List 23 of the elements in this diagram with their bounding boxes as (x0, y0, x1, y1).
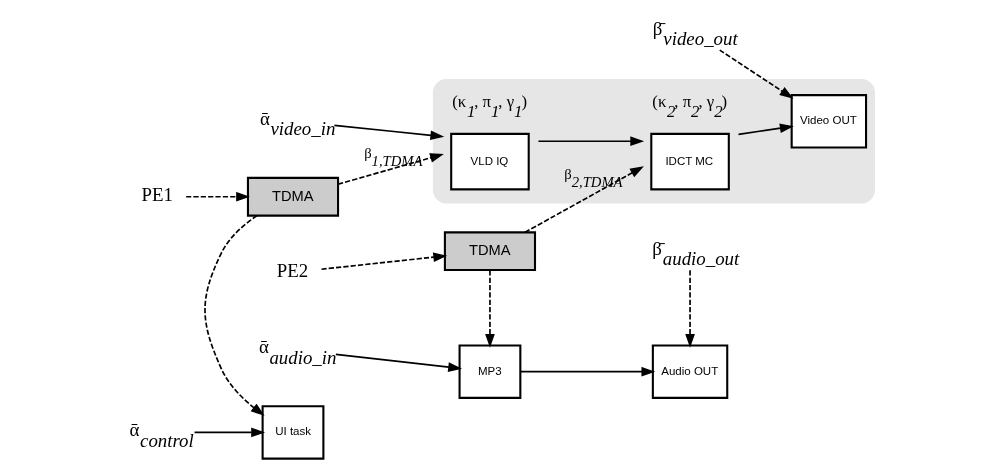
arrow (333, 124, 444, 141)
node-box: Video OUT (790, 94, 867, 149)
node-box: MP3 (458, 344, 521, 399)
arrow (537, 136, 644, 147)
arrow (320, 252, 447, 271)
arrow (203, 214, 265, 416)
arrow (523, 166, 644, 234)
node-text: PE2 (276, 259, 308, 281)
node-box: UI task (261, 405, 324, 460)
node-box: TDMA (443, 231, 536, 272)
arrow (193, 427, 265, 438)
arrow (334, 353, 462, 372)
arrow (718, 49, 793, 99)
arrow (737, 123, 794, 136)
arrow (484, 269, 495, 348)
arrow (336, 153, 444, 185)
node-box: Audio OUT (651, 344, 728, 399)
arrow (684, 269, 695, 348)
arrow (519, 366, 655, 377)
cluster (432, 78, 875, 204)
node-box: TDMA (246, 176, 339, 217)
arrow (184, 191, 250, 202)
node-text: PE1 (141, 184, 173, 206)
